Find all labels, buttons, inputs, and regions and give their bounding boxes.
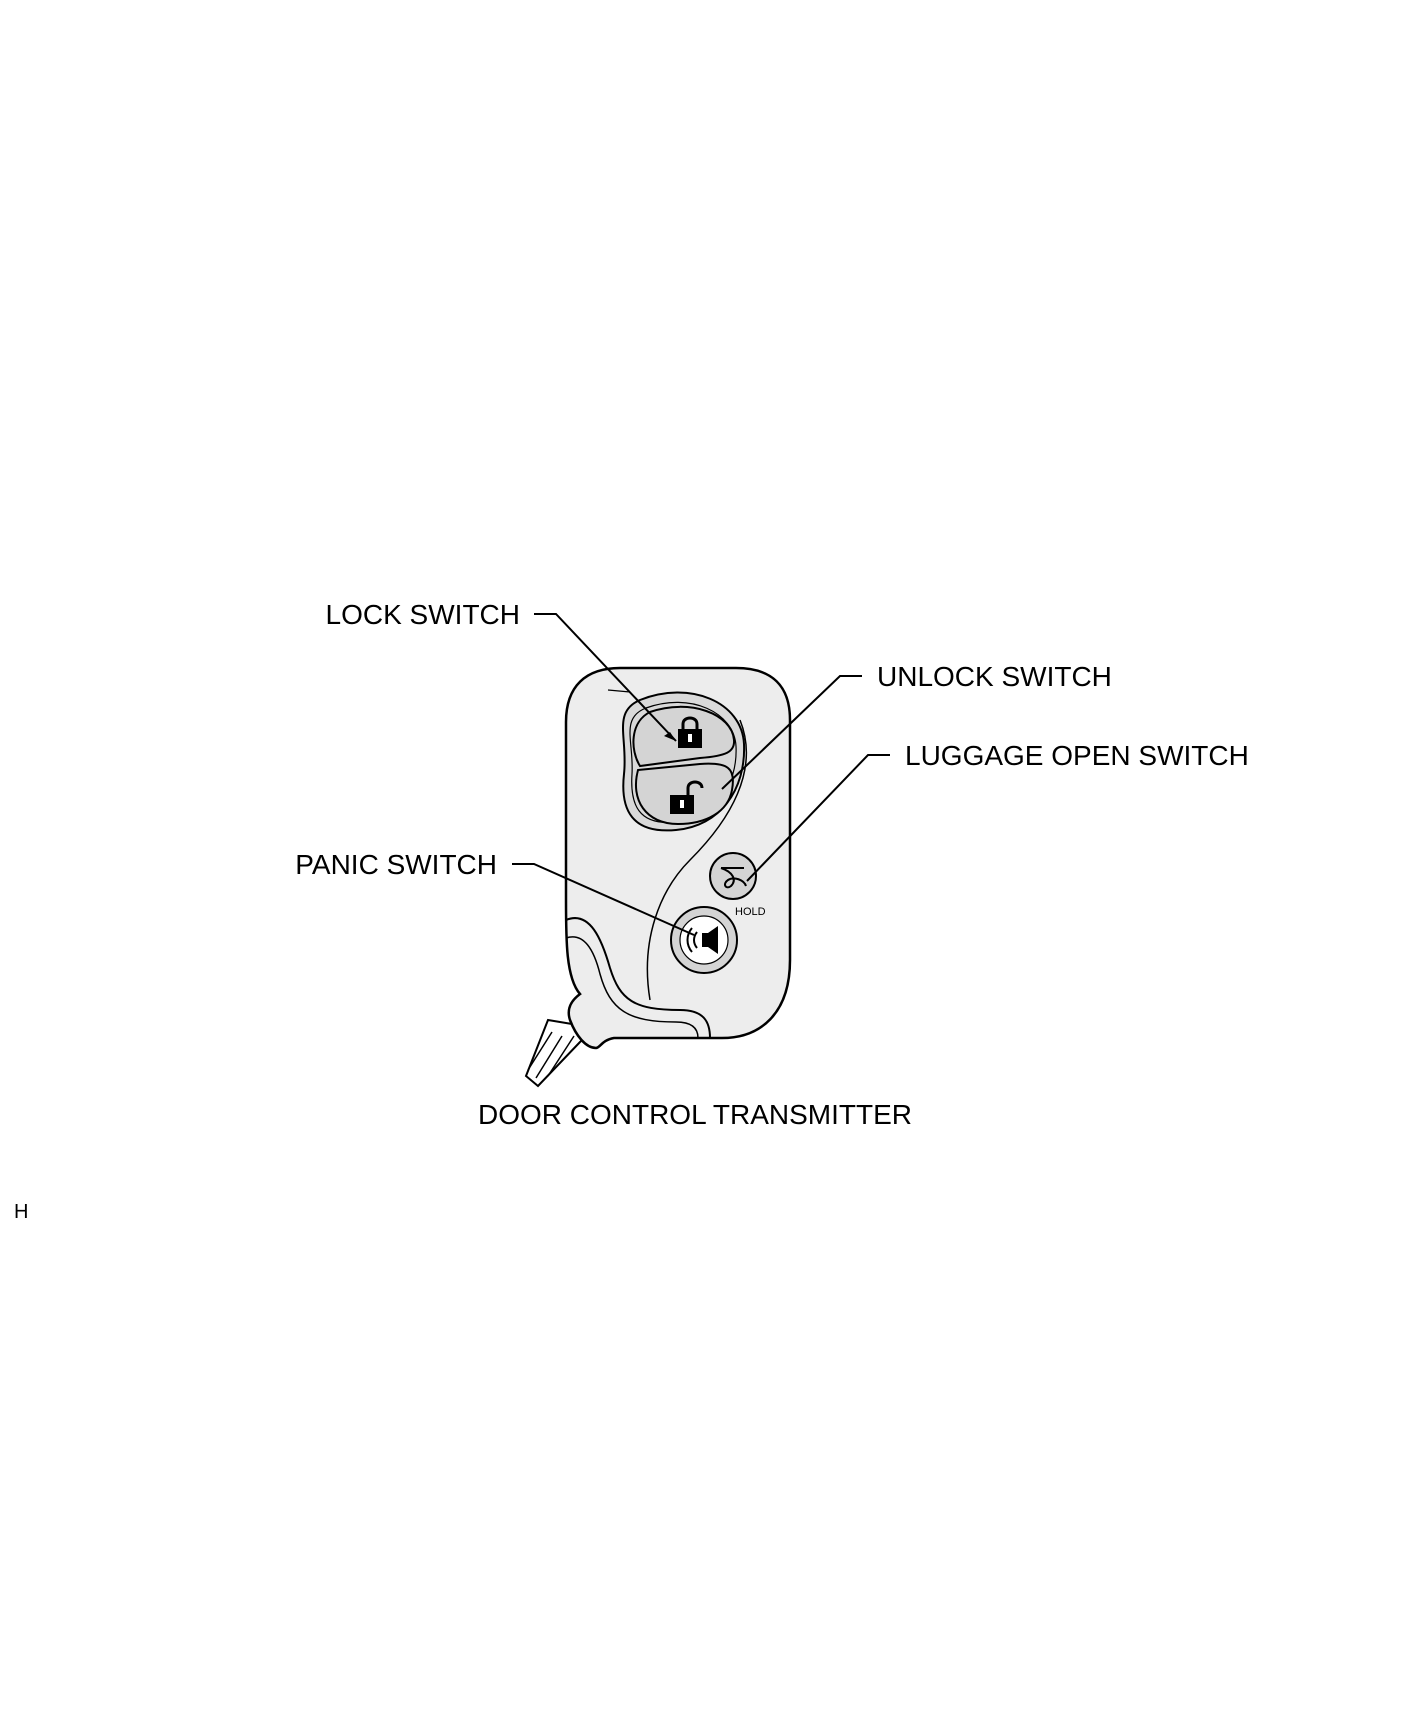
luggage-open-switch-leader	[746, 754, 890, 882]
luggage-open-button[interactable]	[709, 852, 757, 900]
lock-switch-label: LOCK SWITCH	[326, 599, 520, 630]
luggage-open-switch-label: LUGGAGE OPEN SWITCH	[905, 740, 1249, 771]
unlock-switch-label: UNLOCK SWITCH	[877, 661, 1112, 692]
panic-switch-leader	[512, 863, 695, 936]
corner-mark: H	[14, 1201, 28, 1223]
leader-lines	[512, 613, 890, 936]
lock-switch-leader	[534, 613, 677, 742]
panic-switch-label: PANIC SWITCH	[295, 849, 497, 880]
panic-button[interactable]	[670, 906, 738, 974]
hold-label: HOLD	[735, 906, 766, 918]
lock-icon	[678, 716, 702, 748]
unlock-switch-leader	[721, 675, 862, 790]
horn-speaker-icon	[686, 926, 718, 954]
unlock-button[interactable]	[635, 762, 734, 826]
trunk-open-icon	[720, 867, 747, 889]
diagram-caption: DOOR CONTROL TRANSMITTER	[478, 1099, 912, 1130]
unlock-icon	[670, 780, 704, 814]
